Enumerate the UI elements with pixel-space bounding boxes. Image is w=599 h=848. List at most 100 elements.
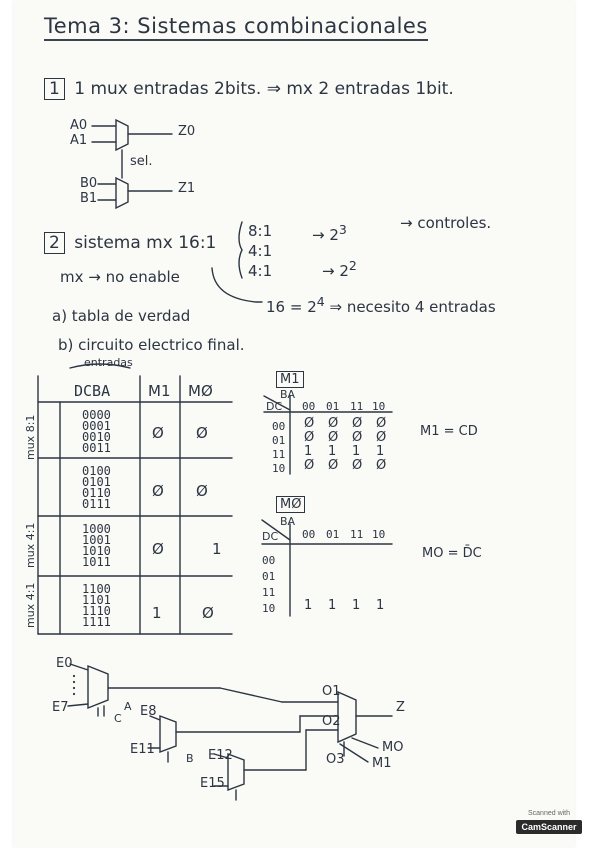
- needs-text: ⇒ necesito 4 entradas: [329, 298, 496, 316]
- needs-inputs-note: 16 = 24 ⇒ necesito 4 entradas: [266, 294, 496, 316]
- circuit-label-o3: O3: [326, 752, 345, 767]
- needs-base: 16 = 2: [266, 298, 317, 316]
- table-row: 1101: [82, 593, 111, 607]
- exercise-1-number: 1: [44, 78, 65, 100]
- kmap0-col-01: 01: [326, 528, 340, 541]
- table-row: 0100: [82, 464, 111, 478]
- breakdown-4-1-b: 4:1: [248, 262, 273, 280]
- no-enable-note: mx → no enable: [60, 268, 180, 286]
- mux2-input-b1: B1: [80, 191, 98, 206]
- group3-m1: Ø: [152, 540, 164, 558]
- kmap0-label: MØ: [276, 496, 306, 513]
- scanner-watermark: Scanned with CamScanner: [505, 810, 593, 838]
- table-row: 1110: [82, 604, 111, 618]
- kmap1-row-01: 01: [272, 434, 286, 447]
- exercise-2-statement: 2 sistema mx 16:1: [44, 232, 216, 254]
- kmap0-frame: [261, 519, 393, 617]
- item-a-truth-table: a) tabla de verdad: [52, 307, 191, 325]
- circuit-mux8: [67, 663, 283, 717]
- kmap1-col-01: 01: [326, 400, 340, 413]
- exercise-1-statement: 1 1 mux entradas 2bits. ⇒ mx 2 entradas …: [44, 78, 454, 100]
- kmap-cell: Ø: [328, 430, 339, 445]
- kmap1-result: M1 = CD: [420, 424, 478, 439]
- circuit-label-e7: E7: [52, 700, 69, 715]
- kmap0-col-00: 00: [302, 528, 316, 541]
- kmap1-col-10: 10: [372, 400, 386, 413]
- kmap-cell: 1: [328, 444, 337, 459]
- controls-label: → controles.: [400, 214, 492, 232]
- circuit-mux4-a: [147, 714, 301, 763]
- controls-label-text: controles.: [417, 214, 492, 232]
- circuit-label-mo: MO: [382, 740, 404, 755]
- controls-base-b: 2: [339, 262, 349, 280]
- kmap1-row-00: 00: [272, 420, 286, 433]
- table-row: 1001: [82, 533, 111, 547]
- kmap-cell: Ø: [328, 458, 339, 473]
- mux1-block: [91, 118, 173, 152]
- mux2-output-z1: Z1: [178, 181, 196, 196]
- table-header-m0: MØ: [188, 382, 213, 400]
- kmap-cell: 1: [376, 598, 385, 613]
- kmap1-row-10: 10: [272, 462, 286, 475]
- circuit-input-dots: [72, 674, 76, 696]
- controls-power-a: → 23: [312, 222, 347, 244]
- table-header-m1: M1: [148, 382, 171, 400]
- kmap-cell: Ø: [376, 416, 387, 431]
- kmap0-result: MO = D̄C: [422, 546, 482, 561]
- kmap-cell: Ø: [304, 430, 315, 445]
- page-title: Tema 3: Sistemas combinacionales: [44, 14, 428, 41]
- kmap-cell: Ø: [352, 430, 363, 445]
- group2-m1: Ø: [152, 482, 164, 500]
- table-row: 0111: [82, 497, 111, 511]
- kmap0-row-00: 00: [262, 554, 276, 567]
- kmap1-col-var: BA: [280, 388, 296, 401]
- kmap-cell: 1: [304, 444, 313, 459]
- group4-m1: 1: [152, 604, 162, 622]
- kmap0-col-11: 11: [350, 528, 364, 541]
- table-row: 1000: [82, 522, 111, 536]
- breakdown-bracket: [238, 221, 243, 279]
- kmap-cell: Ø: [304, 416, 315, 431]
- enable-arrow: [211, 267, 263, 303]
- circuit-mux4-b: [213, 729, 307, 801]
- table-row: 0011: [82, 441, 111, 455]
- circuit-final-mux: [281, 690, 393, 763]
- circuit-label-a: A: [124, 700, 132, 713]
- circuit-label-b: B: [186, 752, 194, 765]
- table-row: 0110: [82, 486, 111, 500]
- group2-m0: Ø: [196, 482, 208, 500]
- kmap-cell: Ø: [304, 458, 315, 473]
- truth-table-grid: [37, 363, 233, 635]
- controls-exp-b: 2: [348, 258, 357, 273]
- circuit-label-z: Z: [396, 700, 405, 715]
- circuit-label-o1: O1: [322, 684, 341, 699]
- kmap-cell: Ø: [376, 458, 387, 473]
- kmap-cell: Ø: [352, 416, 363, 431]
- breakdown-4-1-a: 4:1: [248, 242, 273, 260]
- table-row: 0000: [82, 408, 111, 422]
- controls-exp-a: 3: [338, 222, 347, 237]
- mux2-block: [97, 176, 173, 210]
- kmap0-col-10: 10: [372, 528, 386, 541]
- exercise-2-text: sistema mx 16:1: [74, 233, 217, 253]
- kmap0-col-var: BA: [280, 515, 296, 528]
- group1-m1: Ø: [152, 424, 164, 442]
- table-row: 1100: [82, 582, 111, 596]
- mux-select-label: sel.: [130, 154, 153, 169]
- table-row: 0010: [82, 430, 111, 444]
- kmap-cell: Ø: [328, 416, 339, 431]
- needs-exp: 4: [316, 294, 325, 309]
- kmap-cell: 1: [304, 598, 313, 613]
- circuit-label-c: C: [114, 712, 122, 725]
- table-row: 0001: [82, 419, 111, 433]
- circuit-label-o2: O2: [322, 714, 341, 729]
- group3-m0: 1: [212, 540, 222, 558]
- item-b-circuit: b) circuito electrico final.: [58, 336, 245, 354]
- exercise-1-text: 1 mux entradas 2bits. ⇒ mx 2 entradas 1b…: [74, 79, 454, 99]
- table-row: 1010: [82, 544, 111, 558]
- scanner-brand: CamScanner: [516, 820, 582, 834]
- scanner-caption: Scanned with: [527, 810, 571, 817]
- circuit-label-m1: M1: [372, 756, 392, 771]
- kmap0-row-01: 01: [262, 570, 276, 583]
